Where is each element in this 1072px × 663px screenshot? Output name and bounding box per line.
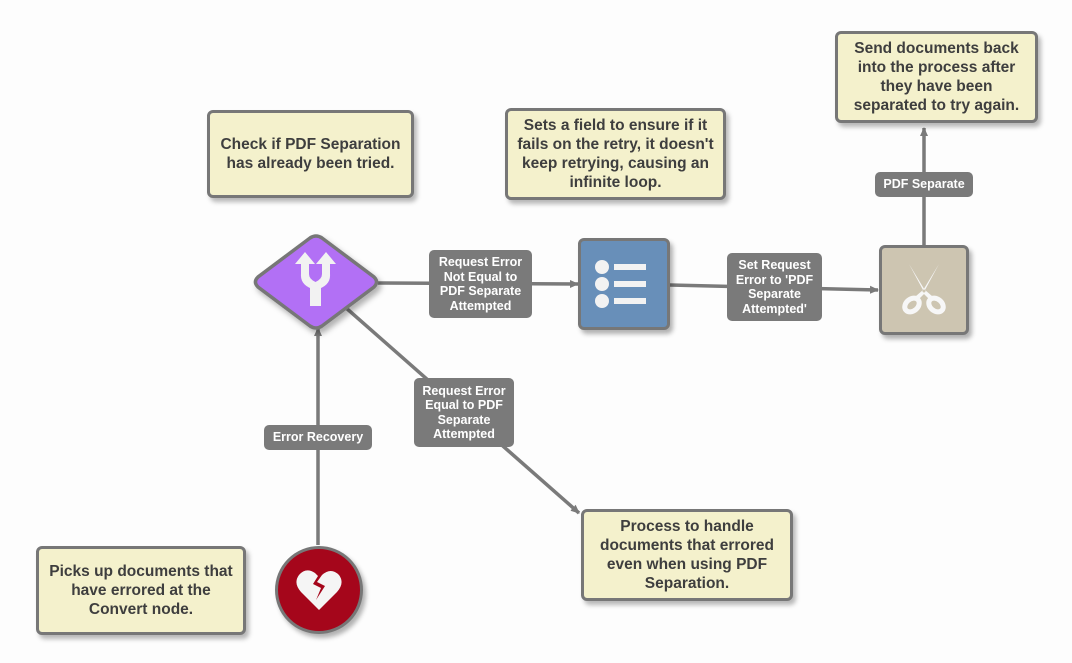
pdf-separate-node[interactable] [879, 245, 969, 335]
note-sets-field[interactable]: Sets a field to ensure if it fails on th… [505, 108, 726, 200]
set-field-node[interactable] [578, 238, 670, 330]
note-check-separation[interactable]: Check if PDF Separation has already been… [207, 110, 414, 198]
fork-arrows-icon [295, 252, 336, 306]
broken-heart-icon [296, 570, 342, 610]
note-send-back[interactable]: Send documents back into the process aft… [835, 31, 1038, 123]
note-text: Check if PDF Separation has already been… [220, 136, 401, 172]
edge-label-error-recovery[interactable]: Error Recovery [264, 425, 372, 450]
list-icon [595, 260, 646, 308]
note-text: Picks up documents that have errored at … [49, 563, 233, 618]
edge-label-not-equal[interactable]: Request Error Not Equal to PDF Separate … [429, 250, 532, 318]
error-start-node[interactable] [275, 546, 363, 634]
edge-label-pdf-separate[interactable]: PDF Separate [875, 172, 973, 197]
note-text: Send documents back into the process aft… [853, 40, 1020, 114]
edge-label-equal[interactable]: Request Error Equal to PDF Separate Atte… [414, 378, 514, 447]
note-text: Sets a field to ensure if it fails on th… [517, 117, 714, 191]
note-handle-errors[interactable]: Process to handle documents that errored… [581, 509, 793, 601]
note-picks-up[interactable]: Picks up documents that have errored at … [36, 546, 246, 635]
note-text: Process to handle documents that errored… [600, 518, 774, 592]
edge-label-set-request-error[interactable]: Set Request Error to 'PDF Separate Attem… [727, 253, 822, 321]
decision-node[interactable] [248, 232, 388, 332]
scissors-icon [902, 264, 946, 315]
